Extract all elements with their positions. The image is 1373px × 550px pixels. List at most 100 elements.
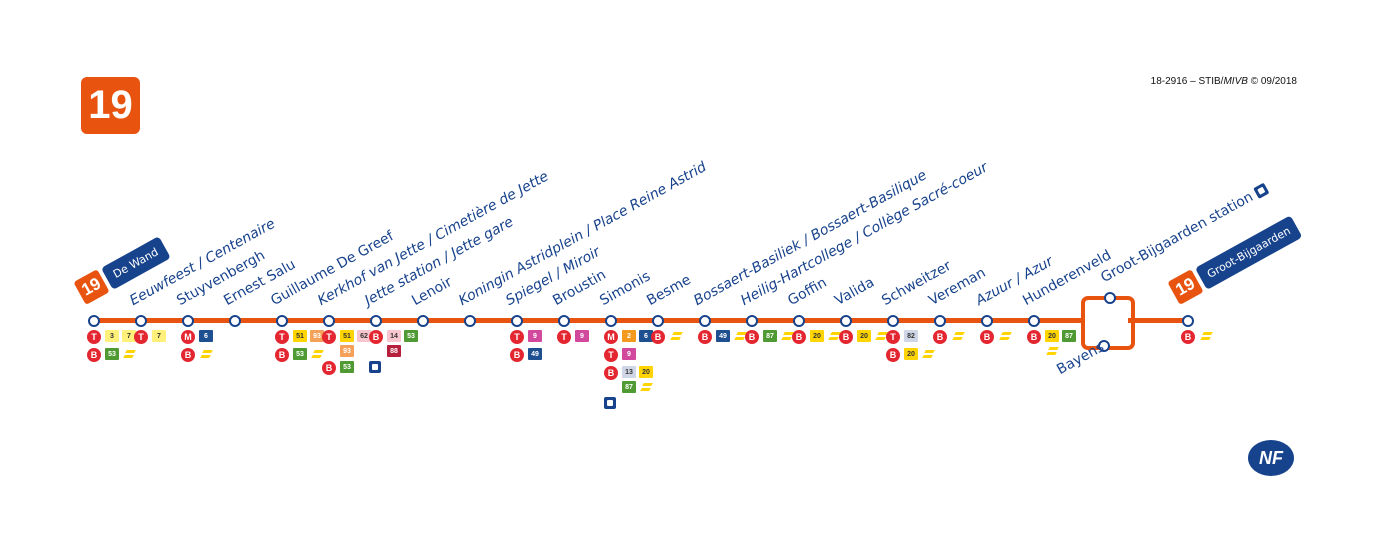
connection-row: B 87	[745, 330, 797, 344]
de-lijn-icon	[122, 348, 136, 360]
connection-row: B	[651, 330, 703, 344]
line-badge-49: 49	[716, 330, 730, 342]
connection-row: B 53	[275, 348, 327, 362]
station-stop[interactable]	[135, 315, 147, 327]
station-label: Besme	[644, 271, 694, 309]
line-badge-2: 2	[622, 330, 636, 342]
line-badge-20: 20	[810, 330, 824, 342]
bus-icon: B	[322, 361, 336, 375]
line-badge-20: 20	[1045, 330, 1059, 342]
bus-icon: B	[792, 330, 806, 344]
station-stop[interactable]	[464, 315, 476, 327]
station-stop[interactable]	[887, 315, 899, 327]
connections: B 87	[745, 330, 797, 344]
tram-icon: T	[322, 330, 336, 344]
line-badge-20: 20	[904, 348, 918, 360]
line-badge-87: 87	[763, 330, 777, 342]
station-stop[interactable]	[1028, 315, 1040, 327]
tram-icon: T	[134, 330, 148, 344]
tram-icon: T	[604, 348, 618, 362]
line-number-badge: 19	[81, 77, 140, 134]
route-track-end	[1128, 318, 1190, 323]
station-stop[interactable]	[934, 315, 946, 327]
station-stop[interactable]	[840, 315, 852, 327]
bus-icon: B	[1027, 330, 1041, 344]
station-stop[interactable]	[88, 315, 100, 327]
station-stop[interactable]	[793, 315, 805, 327]
station-stop[interactable]	[746, 315, 758, 327]
de-lijn-icon	[669, 330, 683, 342]
station-stop[interactable]	[1182, 315, 1194, 327]
station-stop[interactable]	[605, 315, 617, 327]
line-badge-53: 53	[293, 348, 307, 360]
stop-bayens[interactable]	[1098, 340, 1110, 352]
de-lijn-icon	[199, 348, 213, 360]
connection-row: B	[980, 330, 1032, 344]
bus-icon: B	[651, 330, 665, 344]
route-track	[94, 318, 1084, 323]
line-badge-87: 87	[1062, 330, 1076, 342]
station-stop[interactable]	[370, 315, 382, 327]
line-badge-53: 53	[340, 361, 354, 373]
connection-row	[604, 397, 656, 409]
station-stop[interactable]	[981, 315, 993, 327]
station-stop[interactable]	[276, 315, 288, 327]
line-badge-20: 20	[639, 366, 653, 378]
bus-icon: B	[933, 330, 947, 344]
station-stop[interactable]	[511, 315, 523, 327]
line-badge-7: 7	[122, 330, 136, 342]
connection-row: B 20	[792, 330, 844, 344]
tram-icon: T	[510, 330, 524, 344]
de-lijn-icon	[951, 330, 965, 342]
station-stop[interactable]	[652, 315, 664, 327]
bus-icon: B	[275, 348, 289, 362]
station-stop[interactable]	[699, 315, 711, 327]
bus-icon: B	[886, 348, 900, 362]
line-badge-13: 13	[622, 366, 636, 378]
nf-service-logo: NF	[1248, 440, 1294, 476]
station-stop[interactable]	[323, 315, 335, 327]
metro-icon: M	[604, 330, 618, 344]
line-badge-87: 87	[622, 381, 636, 393]
stop-groot-bijgaarden-station[interactable]	[1104, 292, 1116, 304]
station-stop[interactable]	[229, 315, 241, 327]
bus-icon: B	[369, 330, 383, 344]
station-stop[interactable]	[417, 315, 429, 327]
line-badge-6: 6	[199, 330, 213, 342]
station-label: Valida	[832, 274, 878, 309]
line-badge-82: 82	[904, 330, 918, 342]
station-stop[interactable]	[558, 315, 570, 327]
line-badge-93: 93	[310, 330, 324, 342]
de-lijn-icon	[998, 330, 1012, 342]
train-station-icon	[604, 397, 616, 409]
line-badge-88: 88	[387, 345, 401, 357]
de-lijn-icon	[921, 348, 935, 360]
tram-icon: T	[275, 330, 289, 344]
line-badge-14: 14	[387, 330, 401, 342]
station-stop[interactable]	[182, 315, 194, 327]
de-lijn-icon	[639, 381, 653, 393]
bus-icon: B	[745, 330, 759, 344]
connection-row: B	[1181, 330, 1233, 344]
